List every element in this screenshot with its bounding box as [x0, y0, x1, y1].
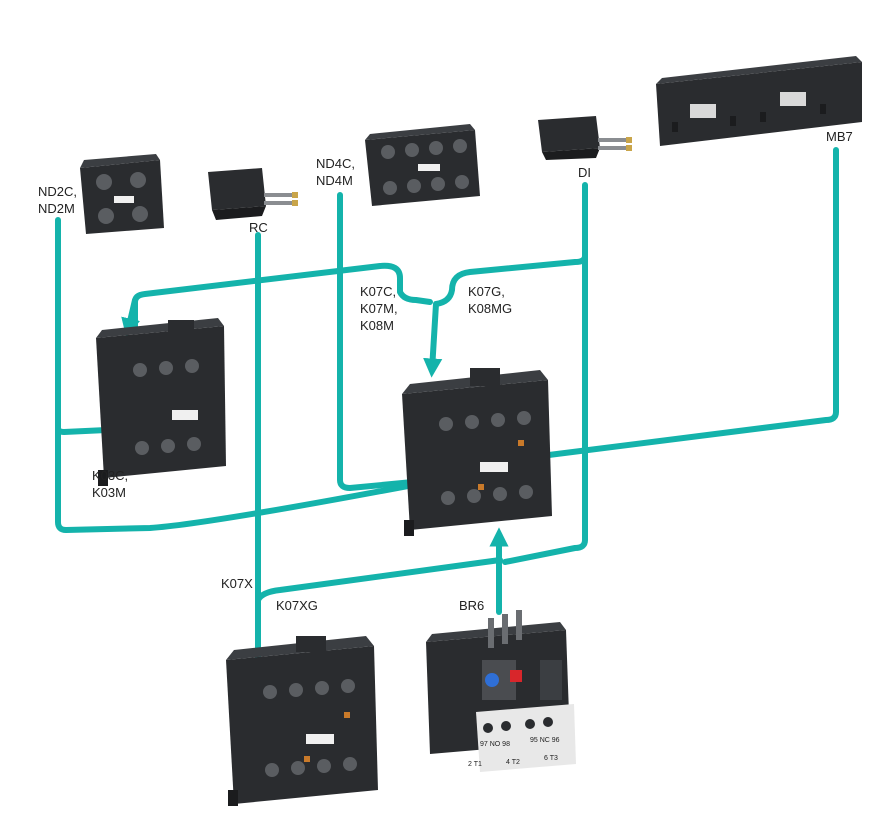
- diode-suppressor-module-icon: [538, 116, 632, 160]
- relay-terminal-t1: 2 T1: [468, 761, 482, 768]
- label-k07c: K07C, K07M, K08M: [360, 284, 398, 333]
- connectors: [55, 147, 839, 678]
- connector-rc-cross: [132, 262, 433, 333]
- connector-k07xg: [255, 557, 503, 603]
- mini-contactor-k07c-icon: [402, 368, 552, 536]
- relay-terminal-t2: 4 T2: [506, 759, 520, 766]
- connector-top-k03c: [121, 297, 140, 338]
- mini-contactor-k07x-icon: [226, 636, 378, 806]
- connector-di-k07c: [423, 182, 588, 378]
- connector-di-down: [502, 253, 588, 565]
- label-nd2c: ND2C, ND2M: [38, 184, 78, 216]
- connector-nd2c-k07c: [55, 425, 458, 533]
- label-k07g: K07G, K08MG: [468, 284, 513, 316]
- mechanical-interlock-icon: [656, 56, 862, 146]
- auxiliary-contact-block-4pole-icon: [365, 124, 480, 206]
- label-k07xg: K07XG: [276, 598, 318, 613]
- relay-left-terminals: 97 NO 98: [480, 741, 510, 748]
- mini-contactor-k03c-icon: [96, 318, 226, 486]
- label-br6: BR6: [459, 598, 485, 613]
- connector-mb7-k07c: [517, 147, 839, 467]
- thermal-overload-relay-icon: 97 NO 98 95 NC 96 2 T1 4 T2 6 T3: [426, 610, 576, 772]
- label-k07x: K07X: [221, 576, 253, 591]
- label-k03c: K03C, K03M: [92, 468, 129, 500]
- label-di: DI: [578, 165, 591, 180]
- relay-terminal-t3: 6 T3: [544, 755, 558, 762]
- relay-right-terminals: 95 NC 96: [530, 737, 560, 744]
- label-rc: RC: [249, 220, 268, 235]
- connector-nd4c-k07c: [337, 192, 458, 491]
- auxiliary-contact-block-2pole-icon: [80, 154, 164, 234]
- rc-suppressor-module-icon: [208, 168, 298, 220]
- label-nd4c: ND4C, ND4M: [316, 156, 356, 188]
- label-mb7: MB7: [826, 129, 853, 144]
